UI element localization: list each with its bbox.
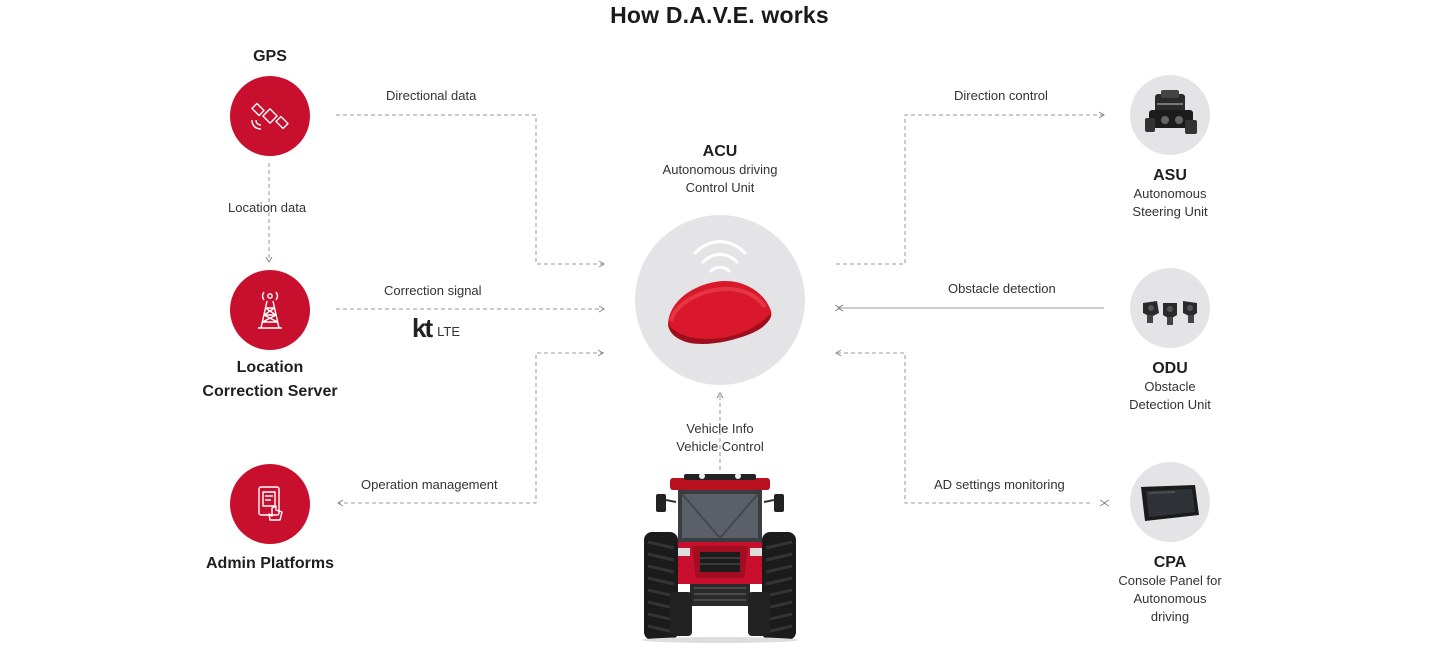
odu-node (1130, 268, 1210, 348)
gps-label: GPS (253, 48, 287, 65)
direction-control-line (836, 111, 1105, 265)
directional-data-line (336, 114, 605, 268)
acu-device-icon (668, 240, 772, 344)
flow-direction-control: Direction control (954, 88, 1048, 103)
vehicle-info-label: Vehicle Info (686, 421, 754, 436)
tractor-icon (642, 473, 798, 643)
arrow-head (1099, 499, 1106, 507)
page-title: How D.A.V.E. works (610, 2, 829, 28)
arrow-head (837, 304, 844, 312)
tablet-touch-icon (258, 486, 283, 521)
flow-correction-signal: Correction signal (384, 283, 482, 298)
tractor-image (640, 472, 800, 644)
gps-node (230, 76, 310, 156)
arrow-head (597, 349, 604, 357)
admin-node (230, 464, 310, 544)
antenna-tower-icon (258, 291, 282, 329)
location-server-node (230, 270, 310, 350)
flow-ad-settings-monitoring: AD settings monitoring (934, 477, 1065, 492)
flow-directional-data: Directional data (386, 88, 477, 103)
location-server-label-1: Location (236, 359, 304, 376)
admin-label: Admin Platforms (205, 555, 334, 572)
odu-sub-2: Detection Unit (1129, 397, 1211, 412)
flow-operation-management: Operation management (361, 477, 498, 492)
console-panel-icon (1141, 485, 1199, 521)
steering-unit-icon (1145, 90, 1197, 134)
cpa-node (1130, 462, 1210, 542)
obstacle-sensor-icon (1143, 301, 1197, 325)
acu-sub-1: Autonomous driving (662, 162, 778, 177)
satellite-icon (251, 102, 289, 130)
cpa-sub-2: Autonomous (1133, 591, 1207, 606)
cpa-sub-3: driving (1150, 609, 1190, 624)
odu-title: ODU (1152, 360, 1188, 377)
flow-location-data: Location data (228, 200, 307, 215)
cpa-sub-1: Console Panel for (1118, 573, 1222, 588)
asu-title: ASU (1153, 167, 1187, 184)
kt-lte-logo: kt LTE (412, 315, 460, 341)
asu-node (1130, 75, 1210, 155)
operation-management-line (337, 352, 604, 507)
asu-sub-1: Autonomous (1133, 186, 1207, 201)
ad-settings-line (835, 349, 1104, 504)
vehicle-control-label: Vehicle Control (676, 439, 764, 454)
acu-node (635, 215, 805, 385)
cpa-title: CPA (1153, 554, 1187, 571)
lte-label: LTE (437, 324, 461, 339)
asu-sub-2: Steering Unit (1132, 204, 1208, 219)
flow-obstacle-detection: Obstacle detection (948, 281, 1056, 296)
acu-sub-2: Control Unit (685, 180, 755, 195)
acu-title: ACU (702, 143, 738, 160)
odu-sub-1: Obstacle (1144, 379, 1196, 394)
kt-logo: kt (412, 313, 433, 343)
location-server-label-2: Correction Server (202, 383, 338, 400)
